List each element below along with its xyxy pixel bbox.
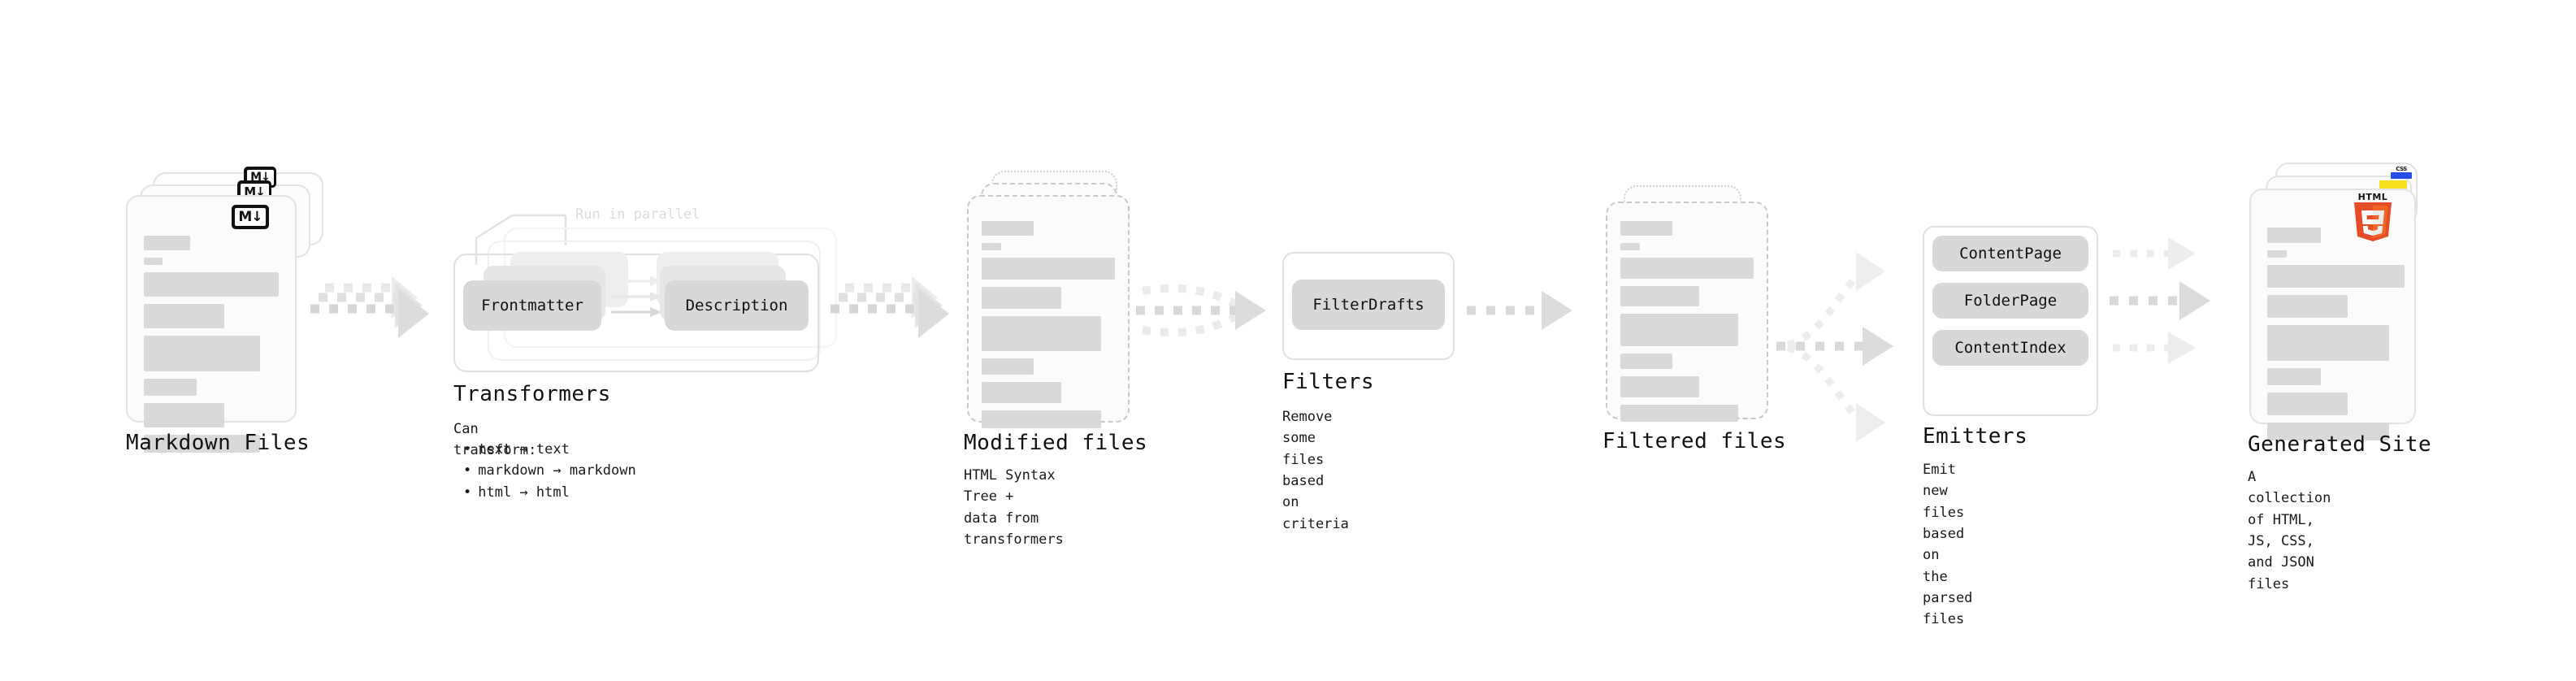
emitter-pill-contentpage[interactable]: ContentPage <box>1932 236 2088 271</box>
filter-pill-filterdrafts[interactable]: FilterDrafts <box>1292 280 1445 330</box>
emitter-pill-folderpage[interactable]: FolderPage <box>1932 283 2088 319</box>
transformer-internal-arrows <box>611 276 661 317</box>
modified-card-content <box>982 221 1120 436</box>
arrow-filters-to-filtered <box>1467 288 1593 333</box>
html5-icon: HTML <box>2352 192 2394 241</box>
transformers-bullets: text → text markdown → markdown html → h… <box>463 439 636 503</box>
transformers-bullet-1: markdown → markdown <box>463 460 635 481</box>
transformers-title: Transformers <box>453 382 611 406</box>
css-icon-label: CSS <box>2396 166 2407 172</box>
markdown-icon-front: M↓ <box>232 205 269 229</box>
arrow-emitters-to-site <box>2110 234 2256 388</box>
filtered-files-title: Filtered files <box>1602 429 1787 453</box>
filters-description: Remove some files based on criteria <box>1282 409 1349 532</box>
generated-site-title: Generated Site <box>2248 432 2432 457</box>
arrow-modified-to-filters <box>1136 268 1290 358</box>
markdown-files-title: Markdown Files <box>126 431 310 455</box>
css-icon: CSS <box>2391 167 2412 179</box>
filters-group <box>1282 252 1455 360</box>
modified-files-title: Modified files <box>964 431 1148 455</box>
transformers-bullet-2: html → html <box>463 482 636 503</box>
transformers-bullet-0: text → text <box>463 439 636 460</box>
transformer-pill-description[interactable]: Description <box>665 280 809 331</box>
arrow-filtered-to-emitters <box>1776 224 1939 468</box>
filtered-card-content <box>1620 221 1759 429</box>
arrow-markdown-to-transformers <box>310 276 449 341</box>
html5-icon-label: HTML <box>2357 192 2388 202</box>
run-in-parallel-bracket <box>475 214 567 265</box>
filters-title: Filters <box>1282 370 1375 394</box>
transformers-group-front <box>453 254 819 372</box>
emitter-pill-contentindex[interactable]: ContentIndex <box>1932 330 2088 366</box>
emitters-title: Emitters <box>1923 424 2028 449</box>
run-in-parallel-label: Run in parallel <box>575 206 700 223</box>
markdown-card-content <box>144 236 282 460</box>
generated-site-description: A collection of HTML, JS, CSS, and JSON … <box>2248 469 2331 592</box>
site-card-content <box>2267 228 2405 448</box>
emitters-description: Emit new files based on the parsed files <box>1923 462 1973 628</box>
arrow-transformers-to-modified <box>830 276 969 341</box>
modified-files-description: HTML Syntax Tree + data from transformer… <box>964 467 1064 549</box>
transformer-pill-frontmatter[interactable]: Frontmatter <box>463 280 601 331</box>
emitters-group <box>1923 226 2098 416</box>
